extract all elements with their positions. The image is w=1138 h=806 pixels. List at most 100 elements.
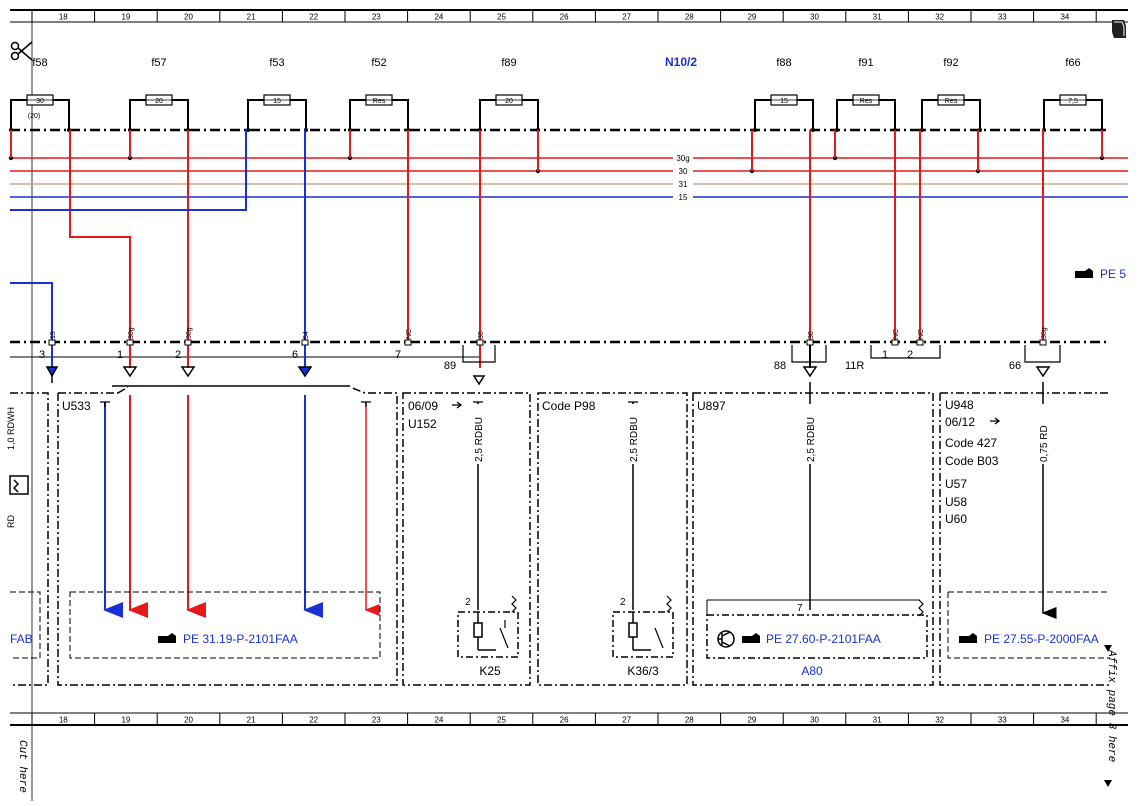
k25-line2: U152: [408, 417, 437, 431]
pin-label: 30g: [128, 327, 135, 339]
wires: [10, 130, 1103, 619]
ruler-number: 26: [560, 716, 569, 725]
ruler-number: 26: [560, 13, 569, 22]
ref-pe-31-19[interactable]: PE 31.19-P-2101FAA: [183, 632, 298, 646]
ruler-number: 29: [747, 716, 756, 725]
ref-fab-partial[interactable]: FAB: [10, 632, 33, 646]
u948-line: Code 427: [945, 436, 997, 450]
ruler-number: 19: [121, 13, 130, 22]
pin-label: 15: [50, 331, 57, 339]
transistor-icon: [717, 630, 735, 648]
ruler-number: 31: [873, 716, 882, 725]
k25-component: K25: [479, 664, 501, 678]
ruler-number: 34: [1060, 716, 1069, 725]
fuse-note: (20): [28, 113, 40, 120]
bus-label: 31: [679, 180, 688, 189]
ruler-number: 28: [685, 716, 694, 725]
ruler-number: 33: [998, 716, 1007, 725]
cut-here-text: Cut here: [16, 740, 28, 793]
relay-icon: [628, 612, 651, 651]
fuse-name: f53: [269, 57, 284, 69]
ref-pe-27-60[interactable]: PE 27.60-P-2101FAA: [766, 632, 881, 646]
pin-number: 2: [175, 349, 181, 361]
relay-icon: [473, 612, 496, 651]
ruler-number: 20: [184, 716, 193, 725]
fuse-name: f58: [32, 57, 47, 69]
fuse-name: f91: [858, 57, 873, 69]
ruler-number: 24: [434, 716, 443, 725]
section-label-u533: U533: [62, 399, 91, 413]
ruler-number: 22: [309, 716, 318, 725]
fuse-name: f89: [501, 57, 516, 69]
ruler-number: 25: [497, 13, 506, 22]
fuse-name: f66: [1065, 57, 1080, 69]
u948-line: Code B03: [945, 454, 999, 468]
fuse-name: f57: [151, 57, 166, 69]
connector-group-11r: 11R: [845, 360, 864, 372]
pin-number: 1: [117, 349, 123, 361]
pin-label: 30: [478, 331, 485, 339]
fuse-rating: 7,5: [1068, 98, 1078, 105]
ruler-number: 30: [810, 13, 819, 22]
left-partial-component: [9, 475, 29, 495]
ruler-number: 25: [497, 716, 506, 725]
bus-label: 30g: [676, 154, 689, 163]
pin-number: 7: [395, 349, 401, 361]
k36-line1: Code P98: [542, 399, 596, 413]
bus-label: 15: [679, 193, 688, 202]
bus-lines: 30g 30 31 15: [8, 153, 1128, 202]
fuse-rating: 15: [780, 98, 788, 105]
wire-code: 2,5 RDBU: [629, 417, 640, 462]
fuse-rating: 30: [36, 98, 44, 105]
fuse-rating: 15: [273, 98, 281, 105]
pin-number: 89: [444, 360, 456, 372]
fuse-rating: 20: [505, 98, 513, 105]
pin-number: 88: [774, 360, 786, 372]
bus-label: 30: [679, 167, 688, 176]
fuse-rating: Res: [373, 98, 386, 105]
pin-label: 30: [808, 331, 815, 339]
ruler-number: 29: [747, 13, 756, 22]
affix-text: Affix page 3 here: [1105, 649, 1117, 762]
a80-pin: 7: [797, 603, 803, 614]
fuse-name: f88: [776, 57, 791, 69]
reference-hand-icon: [742, 633, 760, 643]
ref-pe-27-55[interactable]: PE 27.55-P-2000FAA: [984, 632, 1099, 646]
ruler-number: 27: [622, 13, 631, 22]
fuse-rating: 20: [155, 98, 163, 105]
page-corner-icon: [1112, 20, 1126, 38]
switch-icon: [654, 595, 924, 649]
arrow-right-icon: [990, 417, 1001, 425]
ruler-number: 23: [372, 13, 381, 22]
switch-icon: [499, 595, 517, 649]
pin-number: 1: [882, 349, 888, 361]
arrow-right-icon: [452, 401, 463, 409]
ruler-number: 30: [810, 716, 819, 725]
wire-code: 0,75 RD: [1039, 425, 1050, 462]
k36-component: K36/3: [627, 664, 659, 678]
ruler-number: 28: [685, 13, 694, 22]
ruler-number: 21: [247, 716, 256, 725]
pin-label: 54: [303, 331, 310, 339]
reference-hand-icon: [158, 633, 176, 643]
ruler-number: 22: [309, 13, 318, 22]
ruler-number: 23: [372, 716, 381, 725]
reference-hand-icon: [1075, 268, 1093, 278]
pin-number: 6: [292, 349, 298, 361]
a80-component: A80: [801, 664, 823, 678]
u948-line: 06/12: [945, 415, 975, 429]
fuse-name: f52: [371, 57, 386, 69]
ref-pe-5-partial[interactable]: PE 5: [1100, 267, 1126, 281]
ruler-number: 20: [184, 13, 193, 22]
pin-number: 66: [1009, 360, 1021, 372]
u948-line: U948: [945, 398, 974, 412]
pin-label: NC: [893, 329, 900, 339]
u948-line: U58: [945, 495, 967, 509]
